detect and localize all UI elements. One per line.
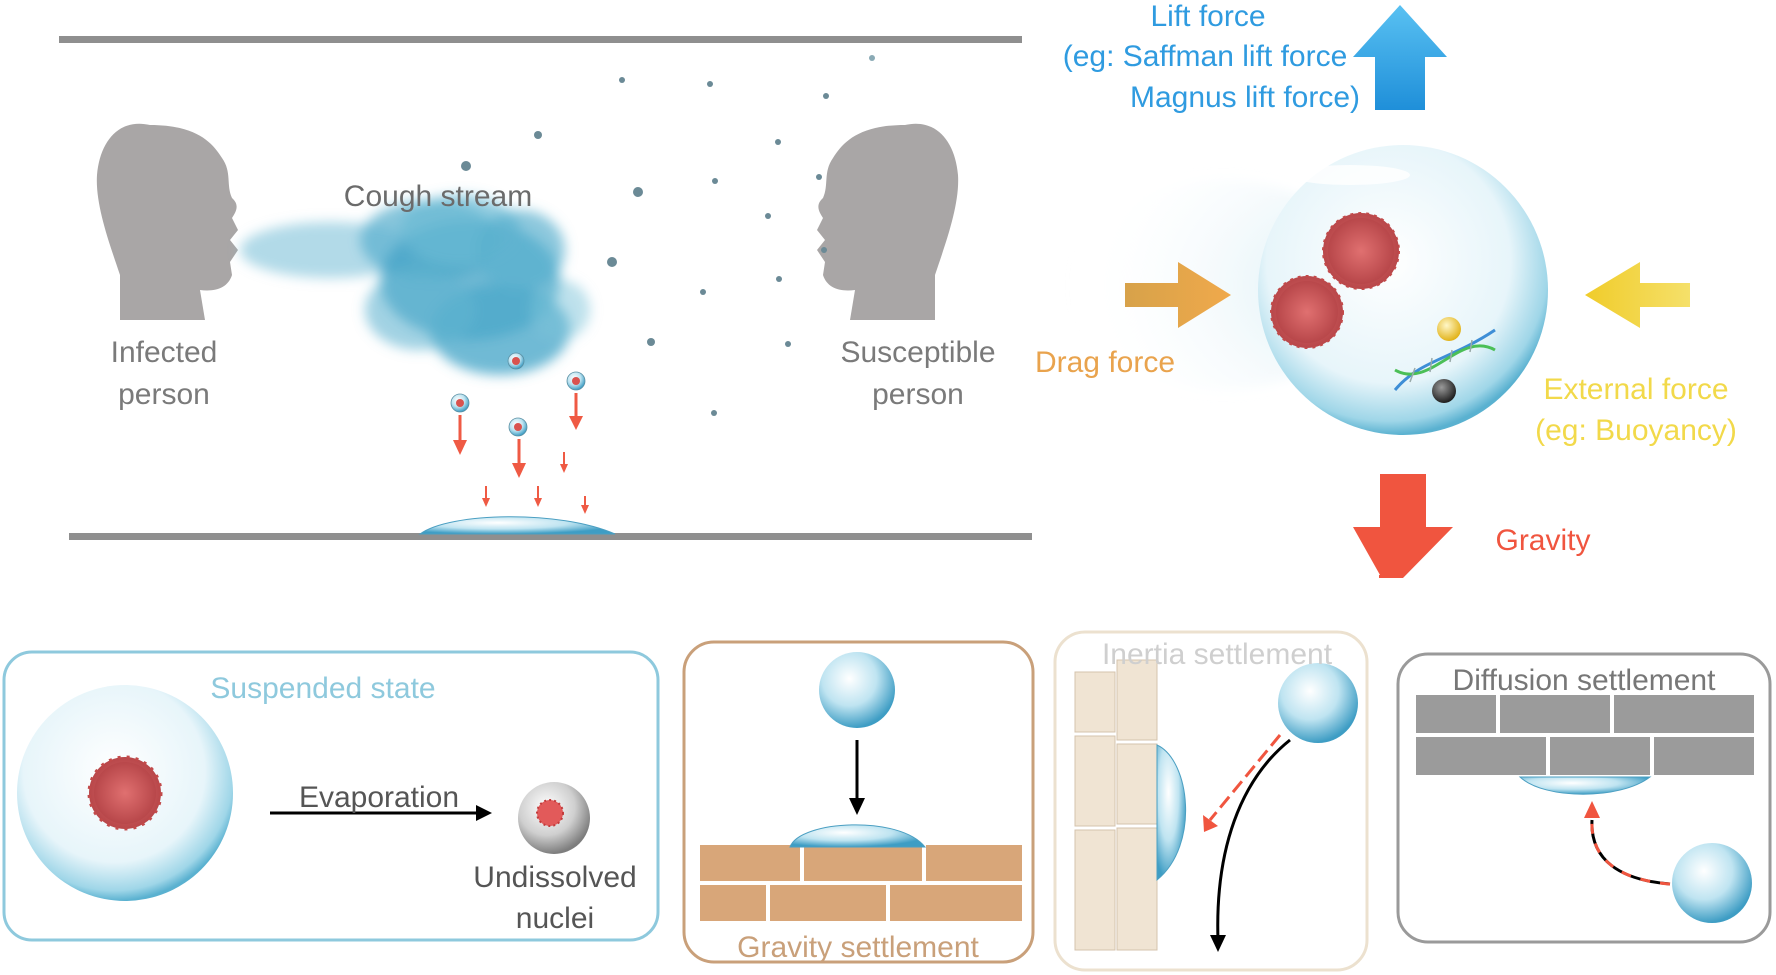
falling-arrows <box>453 393 589 514</box>
external-label-line-2: (eg: Buoyancy) <box>1535 414 1737 447</box>
drag-label: Drag force <box>1035 346 1175 379</box>
gravity-arrow-icon <box>1353 474 1453 578</box>
brick-wall <box>700 845 1022 921</box>
susceptible-label-line-1: Susceptible <box>840 336 995 369</box>
external-label-line-1: External force <box>1543 373 1728 406</box>
evaporation-label: Evaporation <box>299 781 459 814</box>
infected-label-line-2: person <box>118 378 210 411</box>
diffusion-settlement-title: Diffusion settlement <box>1453 664 1717 697</box>
cough-cloud <box>240 195 590 375</box>
floor-puddle <box>418 516 616 535</box>
diffusion-droplet <box>1672 843 1752 923</box>
force-diagram <box>1070 5 1690 578</box>
ceiling-wall <box>1416 695 1754 775</box>
drag-arrow-icon <box>1125 262 1231 328</box>
cough-stream-label: Cough stream <box>344 180 532 213</box>
dna-icon <box>1393 328 1496 391</box>
nuclei-label-line-2: nuclei <box>516 902 594 935</box>
big-droplet <box>1258 145 1548 435</box>
black-particle-icon <box>1432 379 1456 403</box>
external-arrow-icon <box>1585 262 1690 328</box>
floating-droplets <box>450 55 875 437</box>
inertia-settlement-title: Inertia settlement <box>1102 638 1333 671</box>
lift-label-line-1: Lift force <box>1150 0 1265 33</box>
top-scene <box>59 36 1032 540</box>
lift-label-line-2: (eg: Saffman lift force <box>1063 40 1348 73</box>
nuclei-label-line-1: Undissolved <box>473 861 636 894</box>
gravity-settlement-title: Gravity settlement <box>737 931 979 964</box>
susceptible-label-line-2: person <box>872 378 964 411</box>
infected-label-line-1: Infected <box>111 336 218 369</box>
floor-line <box>69 533 1032 540</box>
gravity-label: Gravity <box>1495 524 1590 557</box>
ceiling-line <box>59 36 1022 43</box>
lift-label-line-3: Magnus lift force) <box>1130 81 1360 114</box>
gravity-droplet <box>819 652 895 728</box>
lift-arrow-icon <box>1353 5 1447 110</box>
yellow-particle-icon <box>1437 317 1461 341</box>
inertia-droplet <box>1278 663 1358 743</box>
virus-icon <box>1270 212 1400 349</box>
vertical-wall <box>1074 659 1158 951</box>
infected-head-icon <box>96 123 238 320</box>
suspended-title: Suspended state <box>210 672 435 705</box>
susceptible-head-icon <box>817 123 959 320</box>
